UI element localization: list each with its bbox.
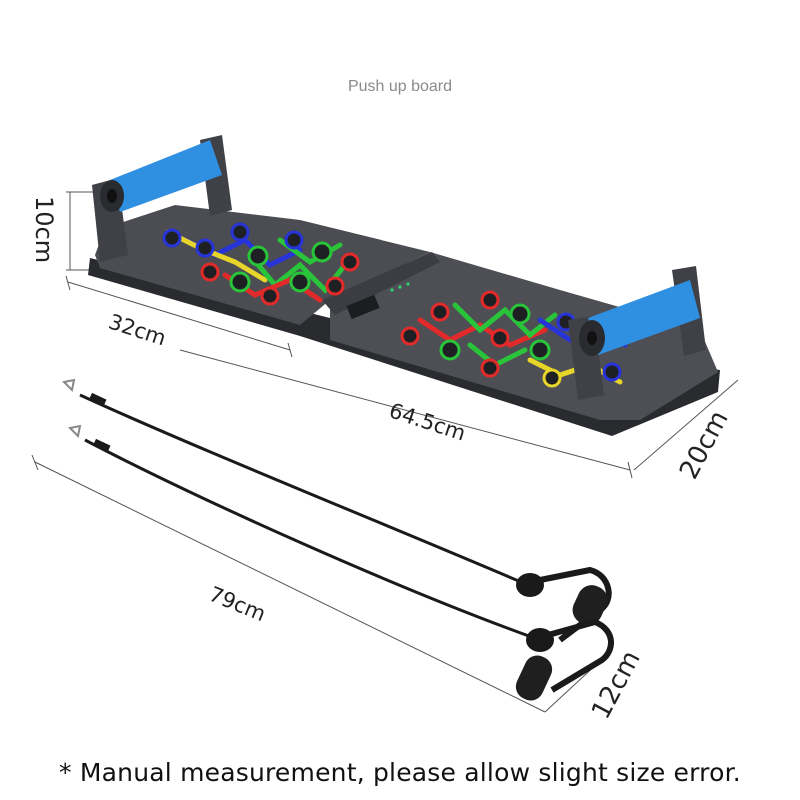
resistance-band-image [61,378,614,701]
height-dimension-label: 10cm [30,196,58,264]
push-up-board-image [88,135,720,436]
product-title: Push up board [347,78,453,95]
right-handle [568,266,706,400]
left-handle [92,135,232,262]
measurement-note: * Manual measurement, please allow sligh… [59,758,741,787]
